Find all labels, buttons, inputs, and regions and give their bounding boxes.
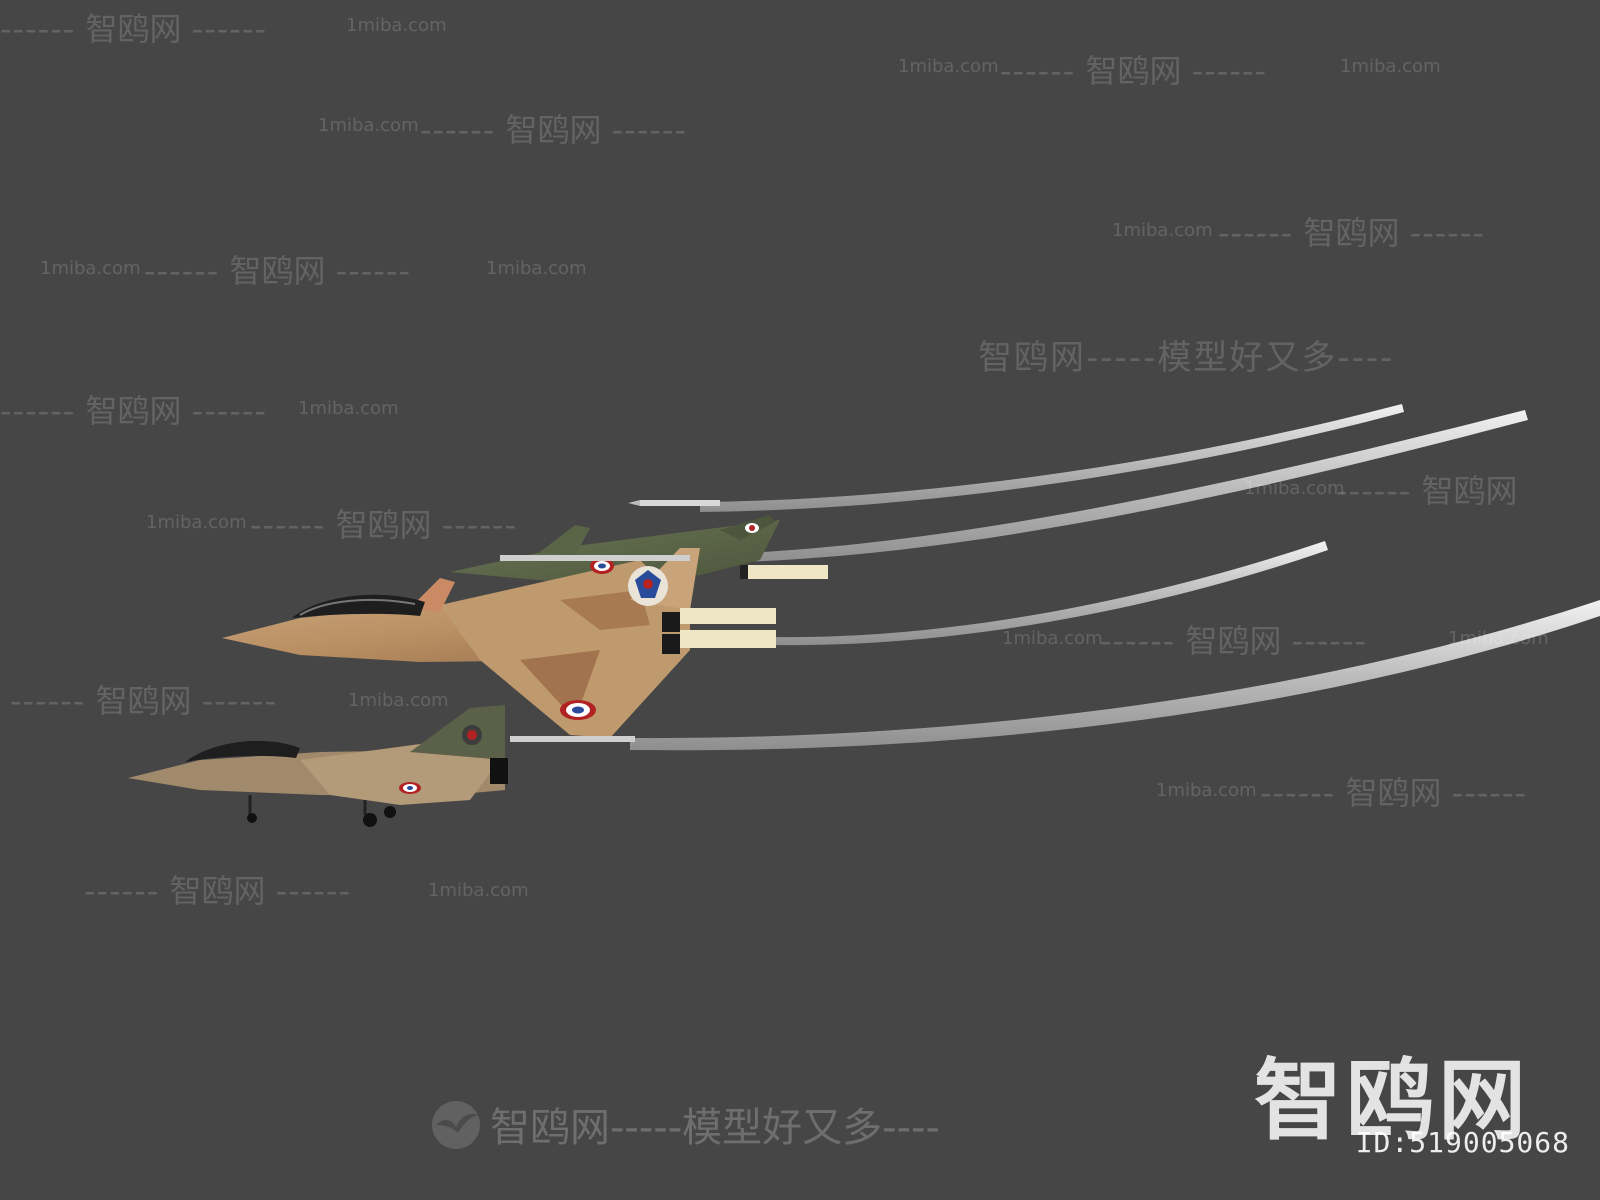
brand-logo: 智鸥网: [1253, 1049, 1530, 1152]
watermark-site-8: 1miba.com: [298, 398, 399, 419]
roundel-fuselage: [590, 558, 614, 574]
watermark-site-3: 1miba.com: [1340, 56, 1441, 77]
watermark-site-10: 1miba.com: [146, 512, 247, 533]
jet-desert-camo-lower: [128, 705, 508, 827]
watermark-site-15: 1miba.com: [428, 880, 529, 901]
watermark-10: ------ 智鸥网 ------: [10, 682, 277, 720]
watermark-11: ------ 智鸥网 ------: [1260, 774, 1527, 812]
seagull-icon: [430, 1099, 482, 1161]
watermark-site-9: 1miba.com: [1244, 478, 1345, 499]
jet-green-camo: [450, 515, 828, 582]
watermark-site-13: 1miba.com: [348, 690, 449, 711]
watermark-5: ------ 智鸥网 ------: [144, 252, 411, 290]
watermark-site-11: 1miba.com: [1002, 628, 1103, 649]
watermark-12: ------ 智鸥网 ------: [84, 872, 351, 910]
watermark-site-7: 1miba.com: [486, 258, 587, 279]
vapor-trails: [630, 404, 1600, 751]
watermark-slogan-1: 智鸥网-----模型好又多----: [978, 338, 1395, 378]
watermark-3: ------ 智鸥网 ------: [420, 111, 687, 149]
watermark-8: ------ 智鸥网 ------: [250, 506, 517, 544]
watermark-9: ------ 智鸥网 ------: [1100, 622, 1367, 660]
model-id-label: ID:519005068: [1355, 1126, 1570, 1159]
watermark-site-1: 1miba.com: [346, 15, 447, 36]
roundel-wing: [560, 700, 596, 720]
bottom-slogan: 智鸥网-----模型好又多----: [490, 1105, 940, 1151]
watermark-site-4: 1miba.com: [318, 115, 419, 136]
squadron-emblem: [628, 566, 668, 606]
watermark-2: ------ 智鸥网 ------: [1000, 52, 1267, 90]
watermark-7: ------ 智鸥网: [1336, 472, 1518, 510]
vapor-trail-1: [700, 404, 1404, 512]
bottom-watermark-banner: 智鸥网-----模型好又多----: [430, 1095, 940, 1161]
jet-desert-camo-main: [222, 500, 776, 742]
watermark-site-6: 1miba.com: [40, 258, 141, 279]
vapor-trail-4: [630, 600, 1600, 751]
watermark-site-12: 1miba.com: [1448, 628, 1549, 649]
watermark-6: ------ 智鸥网 ------: [0, 392, 267, 430]
watermark-site-2: 1miba.com: [898, 56, 999, 77]
watermark-site-14: 1miba.com: [1156, 780, 1257, 801]
watermark-site-5: 1miba.com: [1112, 220, 1213, 241]
watermark-4: ------ 智鸥网 ------: [1218, 214, 1485, 252]
watermark-1: ------ 智鸥网 ------: [0, 10, 267, 48]
